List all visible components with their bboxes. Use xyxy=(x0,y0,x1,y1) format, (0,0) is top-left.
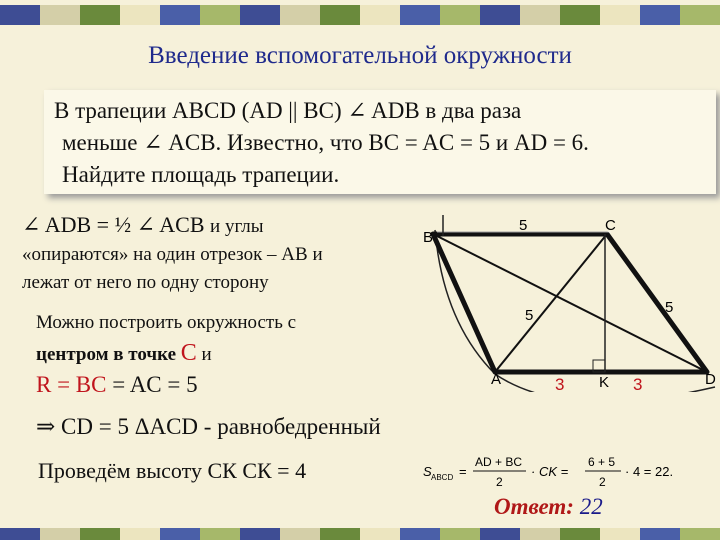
top-decorative-stripe xyxy=(0,5,720,25)
formula-eq: = xyxy=(459,464,467,479)
length-ac: 5 xyxy=(525,307,533,324)
formula-sub: ABCD xyxy=(431,473,453,482)
formula-den2: 2 xyxy=(599,475,606,489)
task-line-2: меньше ∠ ACB. Известно, что BC = AC = 5 … xyxy=(62,130,589,155)
slide-title: Введение вспомогательной окружности xyxy=(148,42,572,69)
label-a: A xyxy=(491,371,501,388)
diagonal-bd xyxy=(432,233,708,373)
support-text-1: «опираются» на один отрезок – АВ и xyxy=(22,244,323,265)
length-ak: 3 xyxy=(555,375,564,392)
trapezoid-diagram: B C A K D 5 5 5 3 3 xyxy=(423,215,716,392)
task-line-1: В трапеции ABCD (AD || BC) ∠ ADB в два р… xyxy=(54,98,522,123)
support-text-2: лежат от него по одну сторону xyxy=(22,272,269,293)
answer: Ответ: 22 xyxy=(494,494,603,519)
formula-s: S xyxy=(423,464,432,479)
right-angle-mark xyxy=(592,359,606,373)
cd-conclusion: ⇒ CD = 5 ΔACD - равнобедренный xyxy=(36,414,381,439)
height-text: Проведём высоту СК СК = 4 xyxy=(38,458,307,483)
label-c: C xyxy=(605,217,616,234)
circle-text-2: центром в точке С и xyxy=(36,340,212,366)
label-b: B xyxy=(423,229,433,246)
task-box: В трапеции ABCD (AD || BC) ∠ ADB в два р… xyxy=(44,90,716,194)
area-formula: S ABCD = AD + BC 2 · CK = 6 + 5 2 · 4 = … xyxy=(423,452,693,495)
formula-num: AD + BC xyxy=(475,455,522,469)
length-bc: 5 xyxy=(519,217,527,234)
circle-text-1: Можно построить окружность с xyxy=(36,312,297,333)
length-cd: 5 xyxy=(665,299,673,316)
length-kd: 3 xyxy=(633,375,642,392)
area-formula-svg: S ABCD = AD + BC 2 · CK = 6 + 5 2 · 4 = … xyxy=(423,455,673,489)
bottom-decorative-stripe xyxy=(0,528,720,540)
radius-text: R = BC = AC = 5 xyxy=(36,372,198,397)
formula-num2: 6 + 5 xyxy=(588,455,615,469)
label-d: D xyxy=(705,371,716,388)
formula-den: 2 xyxy=(496,475,503,489)
answer-value: 22 xyxy=(579,494,603,519)
diagonal-ac xyxy=(494,233,608,373)
formula-mid: · CK = xyxy=(531,464,569,479)
task-line-3: Найдите площадь трапеции. xyxy=(62,162,340,187)
formula-tail: · 4 = 22. xyxy=(625,464,673,479)
circle-arc xyxy=(434,229,716,392)
label-k: K xyxy=(599,374,609,391)
angle-relation: ∠ ADB = ½ ∠ ACB и углы xyxy=(22,212,264,237)
